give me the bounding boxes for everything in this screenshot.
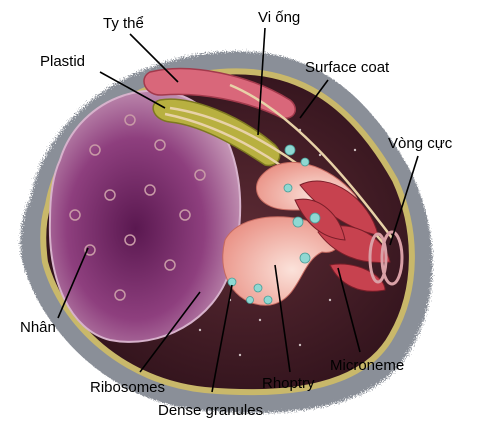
leader-vong-cuc [389,155,419,246]
leader-rhoptry [274,264,291,373]
dense-granules [227,144,321,305]
leader-microneme [337,267,361,353]
label-microneme: Microneme [330,357,404,374]
plastid [152,98,281,167]
label-surface-coat: Surface coat [305,59,390,76]
label-nhan: Nhân [20,319,56,336]
leader-ty-the [129,33,179,83]
leader-ribosomes [139,291,201,373]
labels: Ty thể Vi ống Plastid Surface coat Vòng … [20,9,453,419]
polar-ring [368,230,404,286]
label-vong-cuc: Vòng cực [388,135,453,152]
label-ribosomes: Ribosomes [90,379,165,396]
leader-dense-granules [211,284,233,393]
leader-nhan [57,247,89,319]
label-ty-the: Ty thể [103,15,144,32]
label-rhoptry: Rhoptry [262,375,315,392]
leader-plastid [99,71,166,109]
label-plastid: Plastid [40,53,85,70]
rhoptry-lower [222,216,339,306]
leader-vi-ong [257,27,266,136]
nucleus-granules [69,114,206,301]
leader-surface-coat [299,79,329,119]
label-vi-ong: Vi ống [258,9,300,26]
leader-lines [57,27,419,393]
label-dense-granules: Dense granules [158,402,263,419]
